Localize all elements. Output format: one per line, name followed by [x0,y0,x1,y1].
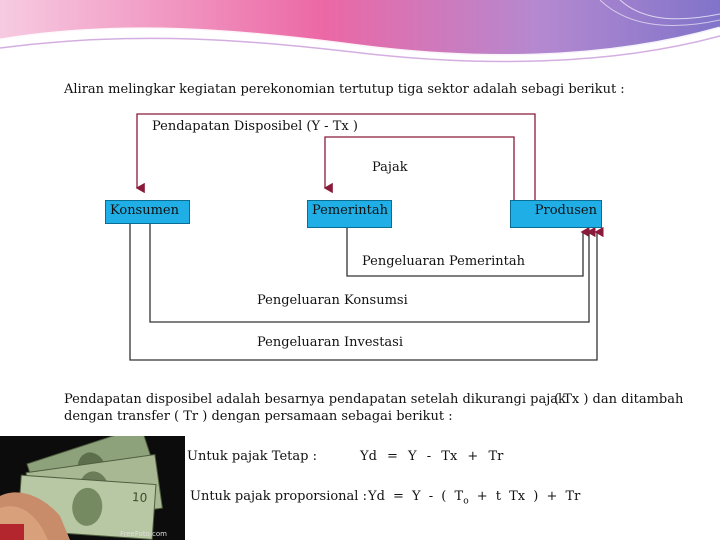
disposable-income-label: Pendapatan Disposibel (Y - Tx ) [152,119,358,134]
explanation-line-2: dengan transfer ( Tr ) dengan persamaan … [64,409,453,424]
money-illustration: 20 10 FreeFoto.com [0,436,185,540]
producer-label: Produsen [534,203,597,218]
explanation-line-1-right: ( Tx ) dan ditambah [554,392,684,407]
proportional-tax-equation: Yd = Y - ( To + t Tx ) + Tr [368,489,580,507]
government-box: Pemerintah [307,200,392,228]
money-photo: 20 10 FreeFoto.com [0,436,185,540]
government-label: Pemerintah [312,203,388,218]
prop-eq-sub: o [463,496,469,507]
tax-line [323,136,515,201]
producer-box: Produsen [510,200,602,228]
photo-watermark: FreeFoto.com [120,530,167,538]
gov-spending-line [346,226,590,277]
page-title: Aliran melingkar kegiatan perekonomian t… [64,82,625,97]
consumption-label: Pengeluaran Konsumsi [257,293,408,308]
proportional-tax-label: Untuk pajak proporsional : [190,489,367,504]
svg-text:10: 10 [132,490,148,505]
header-wave-decoration [0,0,720,63]
consumer-box: Konsumen [105,200,190,224]
consumption-line [149,224,596,323]
disposable-income-line [135,113,536,201]
tax-label: Pajak [372,160,408,175]
gov-spending-label: Pengeluaran Pemerintah [362,254,525,269]
consumer-label: Konsumen [110,203,179,218]
fixed-tax-equation: Yd = Y - Tx + Tr [360,449,504,464]
explanation-line-1: Pendapatan disposibel adalah besarnya pe… [64,392,566,407]
prop-eq-end: + t Tx ) + Tr [468,489,581,504]
prop-eq-start: Yd = Y - ( T [368,489,464,504]
fixed-tax-label: Untuk pajak Tetap : [187,449,317,464]
investment-label: Pengeluaran Investasi [257,335,404,350]
investment-line [129,224,604,361]
